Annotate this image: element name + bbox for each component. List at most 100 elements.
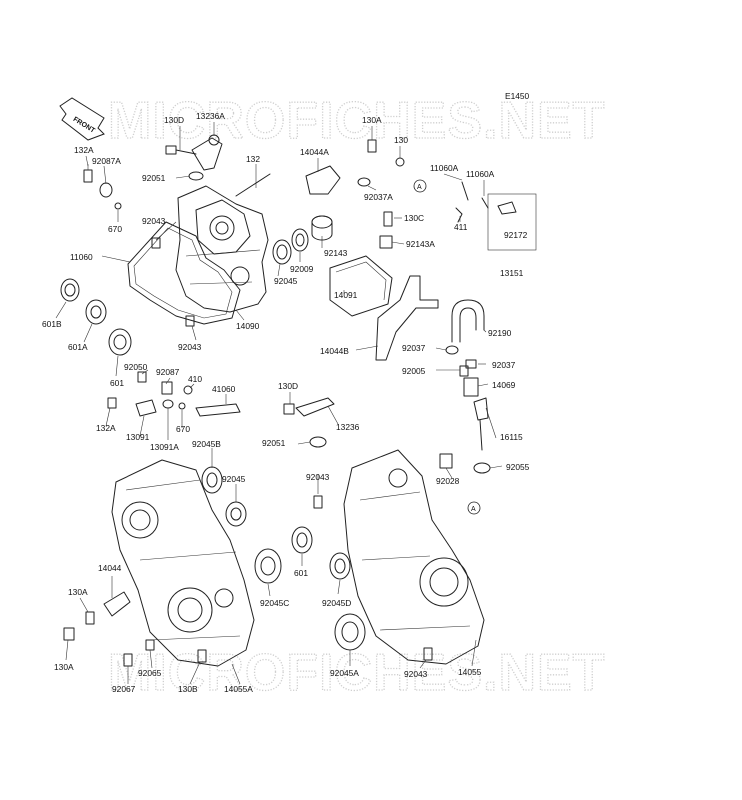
lever-13236 <box>295 397 335 417</box>
part-label: 601B <box>42 319 62 329</box>
part-labels: 130D 13236A 130A 132A 92087A 130 92051 1… <box>42 111 530 694</box>
part-label: 14044B <box>320 346 349 356</box>
part-label: 13151 <box>500 268 524 278</box>
part-label: 92045D <box>322 598 351 608</box>
spacer-92143a <box>379 235 393 249</box>
box-13151 <box>487 193 537 251</box>
part-label: 14055 <box>458 667 482 677</box>
seal-601a <box>85 299 107 325</box>
shaft-41060 <box>195 403 241 417</box>
part-label: 92043 <box>142 216 166 226</box>
part-label: 601 <box>110 378 124 388</box>
guard-14091 <box>329 255 393 317</box>
seal-92045 <box>272 239 292 265</box>
pin-411 <box>455 207 463 223</box>
seal-92009 <box>291 228 309 252</box>
oring-670-mid <box>178 402 186 410</box>
part-label: 14091 <box>334 290 358 300</box>
seal-92045d <box>329 552 351 580</box>
gasket-11060 <box>127 221 241 325</box>
svg-text:A: A <box>471 506 476 513</box>
part-label: 670 <box>176 424 190 434</box>
part-label: 130 <box>394 135 408 145</box>
part-label: 92005 <box>402 366 426 376</box>
part-label: 601 <box>294 568 308 578</box>
joint-92005 <box>459 365 469 377</box>
part-label: 92043 <box>404 669 428 679</box>
front-arrow-icon: FRONT <box>59 97 105 141</box>
part-label: 92055 <box>506 462 530 472</box>
part-label: 92045C <box>260 598 289 608</box>
ref-marker-a-low: A <box>467 501 481 515</box>
part-label: 92009 <box>290 264 314 274</box>
bolt-130a-low2 <box>63 627 75 641</box>
bearing-92045c <box>254 548 282 584</box>
part-label: 92028 <box>436 476 460 486</box>
dowel-92043b <box>185 315 195 327</box>
part-label: 14090 <box>236 321 260 331</box>
svg-text:A: A <box>417 184 422 191</box>
hose-92190 <box>451 299 485 343</box>
crankcase-14055a <box>111 459 255 667</box>
washer-130 <box>395 157 405 167</box>
sensor-92172 <box>497 201 517 215</box>
part-label: 92037 <box>492 360 516 370</box>
part-label: 670 <box>108 224 122 234</box>
part-label: 92037 <box>402 343 426 353</box>
part-label: 92143 <box>324 248 348 258</box>
oring-92055 <box>473 462 491 474</box>
bolt-130d-mid <box>283 403 295 415</box>
dowel-92043-low <box>423 647 433 661</box>
seal-92051-mid <box>309 436 327 448</box>
part-label: 92065 <box>138 668 162 678</box>
part-label: 130A <box>362 115 382 125</box>
part-label: 92087 <box>156 367 180 377</box>
part-label: 130B <box>178 684 198 694</box>
part-label: 601A <box>68 342 88 352</box>
plate-13091 <box>135 399 157 417</box>
dowel-92043-mid <box>313 495 323 509</box>
part-label: 92037A <box>364 192 393 202</box>
crankcase-14055 <box>343 449 485 665</box>
part-label: 16115 <box>500 432 523 442</box>
part-label: 13091 <box>126 432 150 442</box>
part-label: 11060A <box>430 163 459 173</box>
gauge-16115 <box>473 397 489 421</box>
part-label: 92045 <box>222 474 246 484</box>
ring-92143 <box>311 215 333 241</box>
plug-92087a <box>99 182 113 198</box>
breather-14069 <box>463 377 479 397</box>
part-label: 11060 <box>70 252 93 262</box>
part-label: 92043 <box>306 472 330 482</box>
part-label: 130A <box>68 587 88 597</box>
seal-601-low <box>291 526 313 554</box>
seal-92045-low <box>225 501 247 527</box>
plug-92087 <box>161 381 173 395</box>
bolt-130a-low1 <box>85 611 95 625</box>
gasket-11060a-2 <box>481 197 489 209</box>
part-label: 92190 <box>488 328 512 338</box>
part-label: 132A <box>96 423 116 433</box>
dowel-92043 <box>151 237 161 249</box>
bolt-132a-mid <box>107 397 117 409</box>
part-label: 410 <box>188 374 202 384</box>
part-label: 92043 <box>178 342 202 352</box>
watermark-bottom: MICROFICHES.NET <box>108 644 605 702</box>
part-label: 130D <box>164 115 184 125</box>
ref-marker-a-top: A <box>413 179 427 193</box>
part-label: 92087A <box>92 156 121 166</box>
bracket-14044a <box>305 165 341 195</box>
clamp-92037-right <box>465 359 477 369</box>
gasket-11060a-1 <box>461 181 469 201</box>
plug-92050 <box>137 371 147 383</box>
part-label: 130C <box>404 213 424 223</box>
part-label: 92067 <box>112 684 136 694</box>
part-label: 41060 <box>212 384 236 394</box>
bracket-14044 <box>103 591 131 617</box>
part-label: 92051 <box>142 173 166 183</box>
seal-92051 <box>188 171 204 181</box>
part-label: 14044 <box>98 563 122 573</box>
oring-670 <box>114 202 122 210</box>
cover-14090 <box>175 185 269 313</box>
